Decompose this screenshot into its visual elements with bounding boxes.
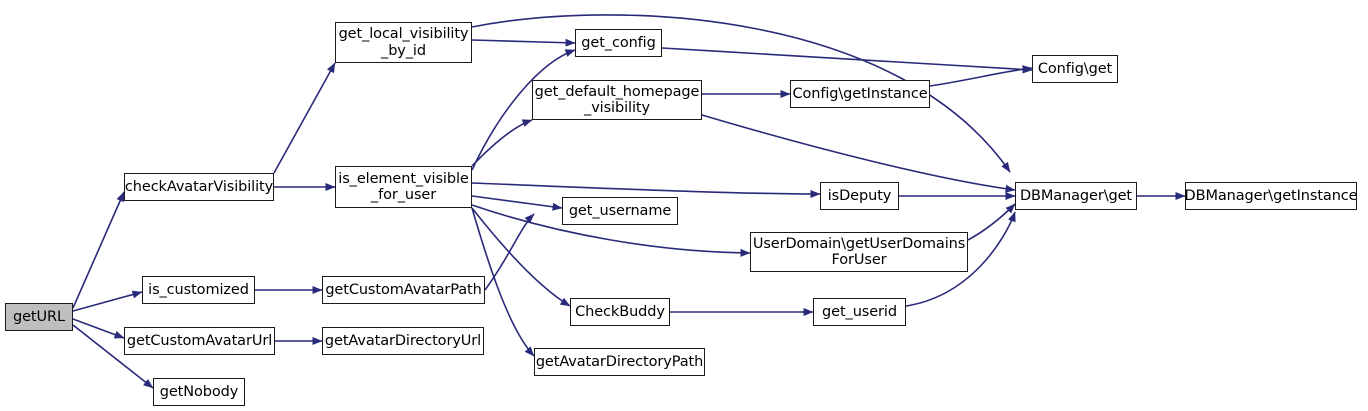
node-label: getURL	[13, 308, 65, 325]
edge-is_element_visible_for_user-to-get_default_homepage_visibility	[471, 119, 533, 167]
node-getURL[interactable]: getURL	[5, 303, 73, 331]
node-label: get_default_homepage _visibility	[534, 83, 700, 116]
edge-is_element_visible_for_user-to-isDeputy	[471, 182, 821, 198]
node-label: Config\getInstance	[792, 85, 928, 102]
edge-get_default_homepage_visibility-to-DBManager_get	[701, 114, 1016, 193]
node-label: get_userid	[822, 303, 897, 320]
edge-checkAvatarVisibility-to-get_local_visibility_by_id	[273, 62, 336, 174]
edge-get_local_visibility_by_id-to-get_config	[471, 38, 576, 47]
node-UserDomain_getUserDomainsForUser[interactable]: UserDomain\getUserDomains ForUser	[750, 232, 968, 272]
node-getAvatarDirectoryUrl[interactable]: getAvatarDirectoryUrl	[322, 327, 484, 355]
node-label: is_element_visible _for_user	[338, 170, 469, 203]
edge-is_element_visible_for_user-to-getAvatarDirectoryPath	[471, 207, 535, 357]
node-label: is_customized	[148, 281, 249, 298]
node-label: checkAvatarVisibility	[124, 178, 274, 195]
edge-is_element_visible_for_user-to-UserDomain_getUserDomainsForUser	[471, 204, 751, 257]
node-isDeputy[interactable]: isDeputy	[820, 182, 899, 210]
edge-is_element_visible_for_user-to-CheckBuddy	[471, 207, 571, 307]
node-DBManager_getInstance[interactable]: DBManager\getInstance	[1185, 182, 1358, 210]
edge-getURL-to-checkAvatarVisibility	[72, 191, 125, 309]
node-label: DBManager\get	[1019, 187, 1133, 204]
edge-getURL-to-is_customized	[72, 290, 143, 312]
node-label: getAvatarDirectoryUrl	[324, 332, 482, 349]
node-label: get_config	[581, 34, 656, 51]
node-label: getNobody	[159, 383, 239, 400]
node-get_local_visibility_by_id[interactable]: get_local_visibility _by_id	[335, 22, 472, 63]
node-is_element_visible_for_user[interactable]: is_element_visible _for_user	[335, 166, 472, 208]
node-label: UserDomain\getUserDomains ForUser	[752, 235, 966, 268]
node-Config_get[interactable]: Config\get	[1032, 55, 1118, 83]
edge-is_element_visible_for_user-to-get_username	[471, 195, 563, 211]
edge-get_config-to-Config_get	[661, 47, 1033, 74]
edge-get_userid-to-DBManager_get	[905, 211, 1016, 307]
node-getCustomAvatarPath[interactable]: getCustomAvatarPath	[322, 276, 485, 304]
node-DBManager_get[interactable]: DBManager\get	[1015, 182, 1137, 210]
node-label: getAvatarDirectoryPath	[535, 353, 704, 370]
node-getNobody[interactable]: getNobody	[153, 378, 245, 406]
node-label: getCustomAvatarPath	[325, 281, 482, 298]
edge-getURL-to-getNobody	[72, 324, 154, 389]
node-label: get_local_visibility _by_id	[338, 26, 469, 59]
node-Config_getInstance[interactable]: Config\getInstance	[790, 80, 930, 108]
node-get_username[interactable]: get_username	[562, 197, 678, 225]
node-label: get_username	[568, 202, 672, 219]
edge-is_element_visible_for_user-to-get_config	[471, 49, 576, 171]
node-get_userid[interactable]: get_userid	[813, 298, 906, 326]
node-label: DBManager\getInstance	[1184, 187, 1358, 204]
node-label: Config\get	[1037, 60, 1113, 77]
node-label: getCustomAvatarUrl	[126, 332, 273, 349]
node-label: CheckBuddy	[575, 303, 665, 320]
node-get_default_homepage_visibility[interactable]: get_default_homepage _visibility	[532, 80, 702, 120]
edge-getURL-to-getCustomAvatarUrl	[72, 318, 125, 339]
edge-get_local_visibility_by_id-to-DBManager_get	[471, 14, 1011, 173]
node-get_config[interactable]: get_config	[575, 29, 662, 57]
node-is_customized[interactable]: is_customized	[142, 276, 255, 304]
node-getCustomAvatarUrl[interactable]: getCustomAvatarUrl	[124, 327, 275, 355]
node-CheckBuddy[interactable]: CheckBuddy	[570, 298, 670, 326]
edge-UserDomain_getUserDomainsForUser-to-DBManager_get	[967, 203, 1016, 241]
node-checkAvatarVisibility[interactable]: checkAvatarVisibility	[124, 173, 274, 201]
node-label: isDeputy	[827, 187, 892, 204]
edge-Config_getInstance-to-Config_get	[929, 65, 1033, 87]
edge-getCustomAvatarPath-to-is_element_visible_for_user	[484, 213, 535, 291]
node-getAvatarDirectoryPath[interactable]: getAvatarDirectoryPath	[534, 348, 705, 376]
